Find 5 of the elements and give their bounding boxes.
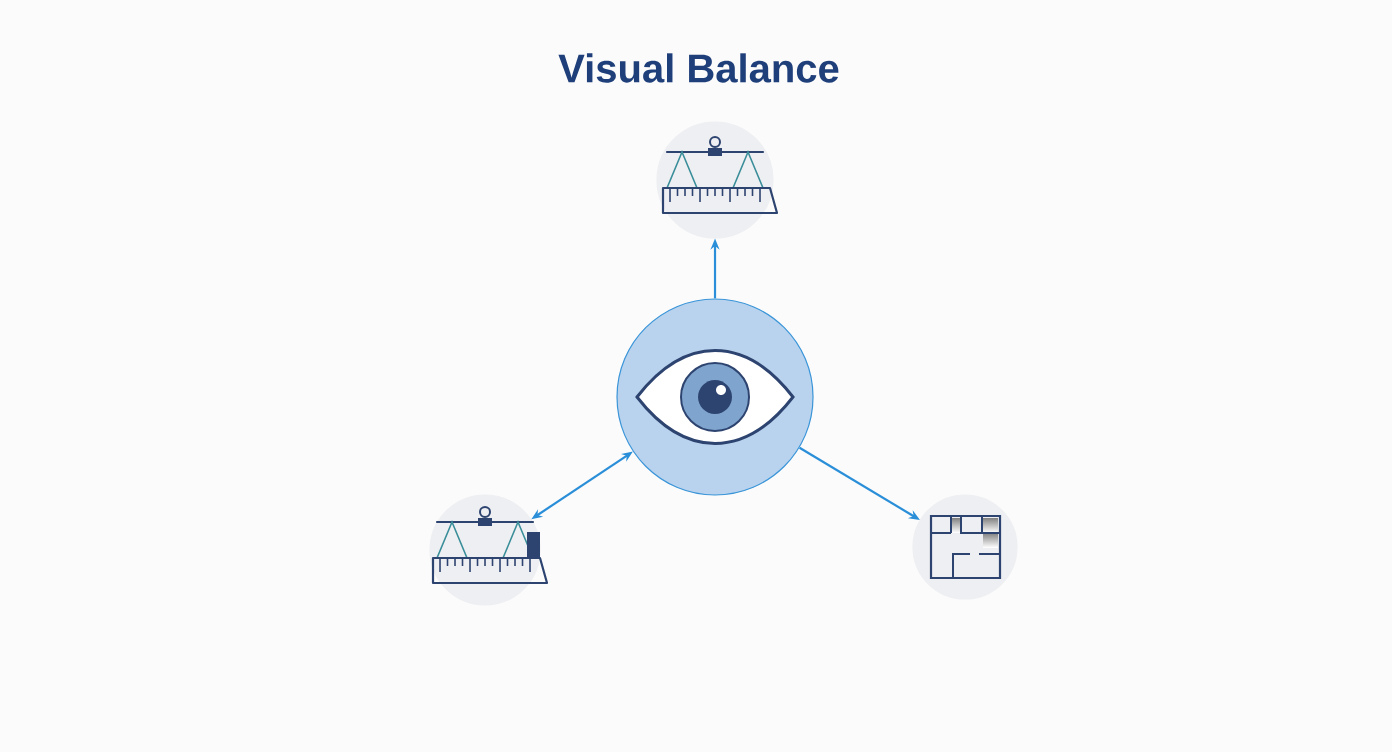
scale-icon: [656, 121, 779, 239]
floor-plan-icon: [912, 494, 1018, 600]
title: Visual Balance: [558, 53, 839, 83]
scale-icon: [429, 494, 549, 606]
eye-circle: [616, 298, 814, 496]
